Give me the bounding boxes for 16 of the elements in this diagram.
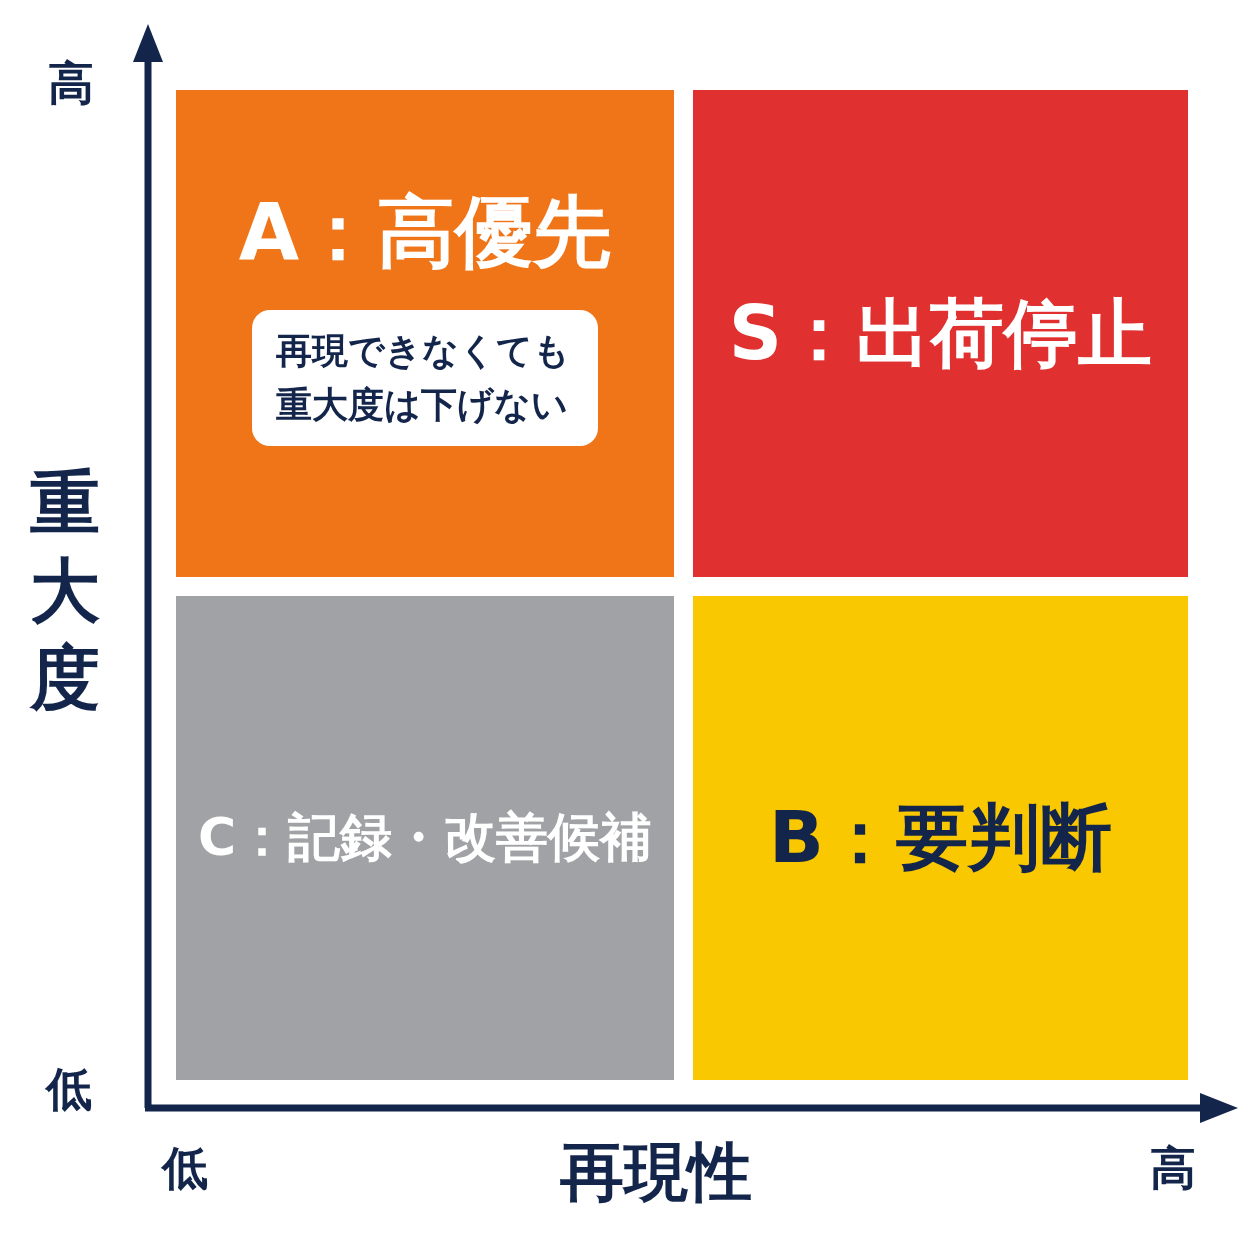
axis-end-label: 低 (162, 1145, 208, 1191)
quadrant-panel (693, 90, 1188, 577)
quadrant-title: A：高優先 (238, 190, 612, 276)
quadrant-panel (176, 90, 674, 577)
quadrant-panel (176, 596, 674, 1080)
quadrant-title: C：記録・改善候補 (197, 809, 653, 867)
note-text: 再現できなくても重大度は下げない (275, 328, 571, 427)
quadrant-title: B：要判断 (769, 798, 1112, 878)
axis-end-label: 低 (46, 1066, 92, 1112)
axis-title: 再現性 (560, 1140, 752, 1204)
quadrant-title: S：出荷停止 (728, 292, 1153, 375)
quadrant-panel (693, 596, 1188, 1080)
axis-title: 重大度 (30, 461, 101, 721)
axis-end-label: 高 (1150, 1145, 1196, 1191)
note-card (251, 309, 599, 446)
axis-end-label: 高 (48, 60, 94, 106)
